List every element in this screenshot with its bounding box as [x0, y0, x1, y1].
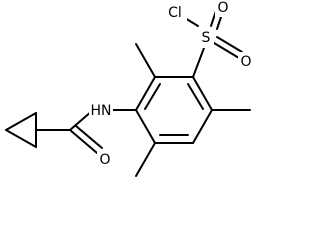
chemical-structure-diagram: S Cl O O HN O [5, 0, 254, 177]
benzene-bond-3 [192, 76, 213, 111]
cyclopropane-bond-1 [5, 112, 37, 131]
carbonyl-oxygen-mask [97, 150, 113, 170]
chlorine-label: Cl [168, 5, 182, 21]
carbonyl-double-bond-b [75, 125, 103, 149]
sulfonyl-double-bond-right-b [216, 36, 243, 53]
benzene-bond-6 [135, 109, 156, 144]
amide-nitrogen-mask [89, 101, 113, 121]
chlorine-mask [163, 3, 187, 23]
sulfonyl-double-bond-right-a [213, 42, 240, 59]
oxygen-top-mask [215, 0, 231, 17]
amide-bond [69, 110, 93, 131]
methyl-top-bond [135, 43, 156, 78]
benzene-bond-4 [192, 109, 213, 144]
ring-sulfur-bond [192, 47, 205, 78]
oxygen-right-label: O [240, 54, 251, 70]
amide-nitrogen-label: HN [91, 103, 112, 119]
benzene-inner-bond-2 [187, 83, 204, 110]
benzene-bond-1 [135, 76, 156, 111]
carbonyl-double-bond-a [69, 129, 98, 154]
cyclopropane-bond-2 [5, 129, 37, 148]
oxygen-top-label: O [217, 0, 228, 16]
oxygen-right-mask [238, 52, 254, 72]
sulfur-label: S [202, 30, 211, 46]
carbonyl-oxygen-label: O [99, 152, 110, 168]
sulfur-mask [198, 28, 214, 48]
methyl-bottom-bond [135, 142, 156, 177]
benzene-inner-bond-1 [144, 83, 161, 110]
